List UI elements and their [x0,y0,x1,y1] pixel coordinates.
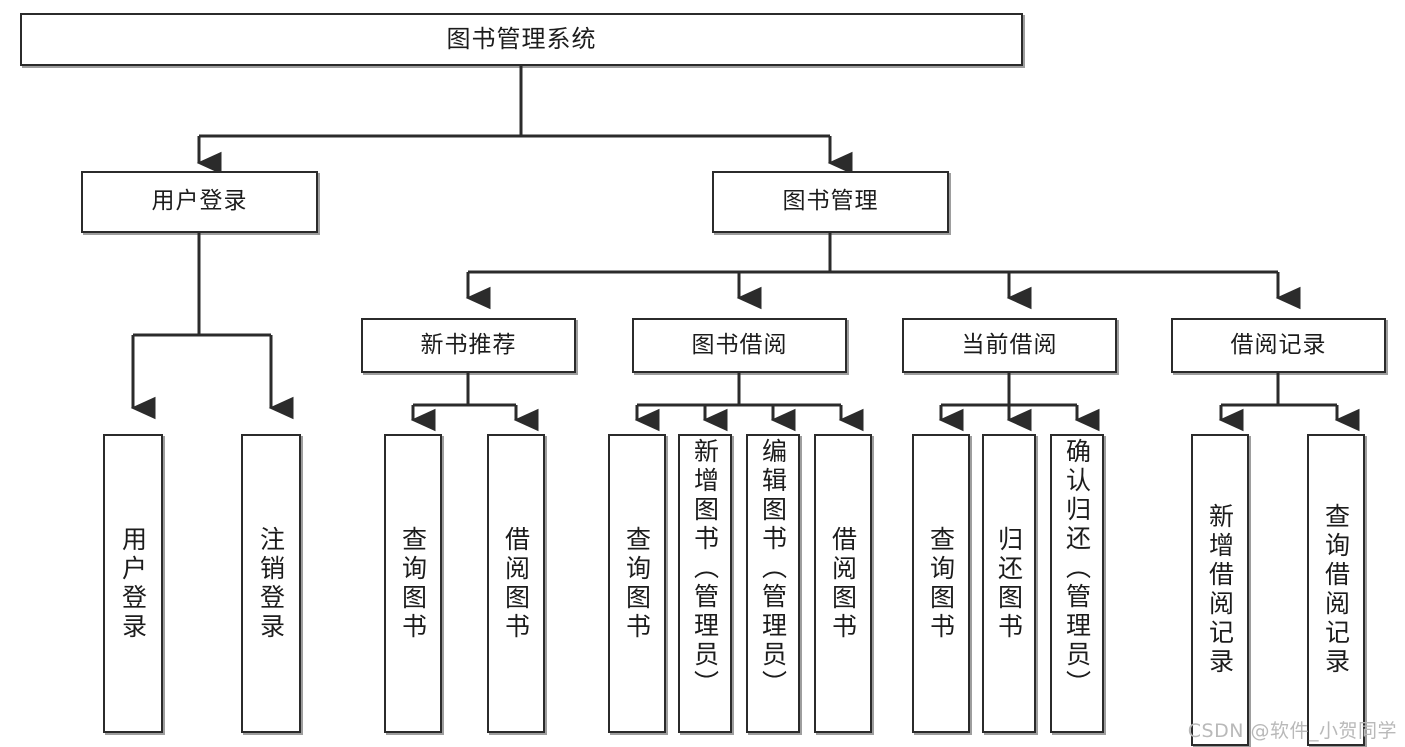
node-user-login-label: 用户登录 [151,188,248,215]
leaf-record-add[interactable]: 新增借阅记录 [1191,434,1249,746]
leaf-borrow-book-label: 借阅图书 [828,525,858,642]
leaf-user-login[interactable]: 用户登录 [103,434,163,733]
csdn-watermark: CSDN @软件_小贺同学 [1187,720,1397,742]
leaf-record-search[interactable]: 查询借阅记录 [1307,434,1365,746]
node-current-borrow[interactable]: 当前借阅 [902,318,1117,373]
leaf-newbook-borrow[interactable]: 借阅图书 [487,434,545,733]
node-current-borrow-label: 当前借阅 [961,331,1058,358]
node-root[interactable]: 图书管理系统 [20,13,1023,66]
leaf-record-search-label: 查询借阅记录 [1321,503,1351,677]
leaf-borrow-add-book-label: 新增图书（管理员） [690,438,720,699]
leaf-current-return-label: 归还图书 [994,525,1024,642]
node-user-login[interactable]: 用户登录 [81,171,318,233]
leaf-record-add-label: 新增借阅记录 [1205,503,1235,677]
leaf-borrow-add-book[interactable]: 新增图书（管理员） [678,434,732,733]
node-book-manage[interactable]: 图书管理 [712,171,949,233]
leaf-current-confirm-return[interactable]: 确认归还（管理员） [1050,434,1104,733]
leaf-user-logout-label: 注销登录 [256,525,286,642]
node-borrow-record-label: 借阅记录 [1230,331,1327,358]
leaf-user-logout[interactable]: 注销登录 [241,434,301,733]
node-root-label: 图书管理系统 [446,25,597,54]
leaf-newbook-search-label: 查询图书 [398,525,428,642]
node-book-manage-label: 图书管理 [782,188,879,215]
leaf-borrow-edit-book[interactable]: 编辑图书（管理员） [746,434,800,733]
leaf-borrow-book[interactable]: 借阅图书 [814,434,872,733]
leaf-borrow-search-label: 查询图书 [622,525,652,642]
node-book-borrow-label: 图书借阅 [691,331,788,358]
leaf-newbook-borrow-label: 借阅图书 [501,525,531,642]
leaf-current-return[interactable]: 归还图书 [982,434,1036,733]
leaf-current-search-label: 查询图书 [926,525,956,642]
leaf-current-confirm-return-label: 确认归还（管理员） [1062,438,1092,699]
leaf-borrow-search[interactable]: 查询图书 [608,434,666,733]
node-new-book-recommend[interactable]: 新书推荐 [361,318,576,373]
leaf-newbook-search[interactable]: 查询图书 [384,434,442,733]
leaf-user-login-label: 用户登录 [118,525,148,642]
node-new-book-recommend-label: 新书推荐 [420,331,517,358]
leaf-current-search[interactable]: 查询图书 [912,434,970,733]
node-borrow-record[interactable]: 借阅记录 [1171,318,1386,373]
leaf-borrow-edit-book-label: 编辑图书（管理员） [758,438,788,699]
node-book-borrow[interactable]: 图书借阅 [632,318,847,373]
